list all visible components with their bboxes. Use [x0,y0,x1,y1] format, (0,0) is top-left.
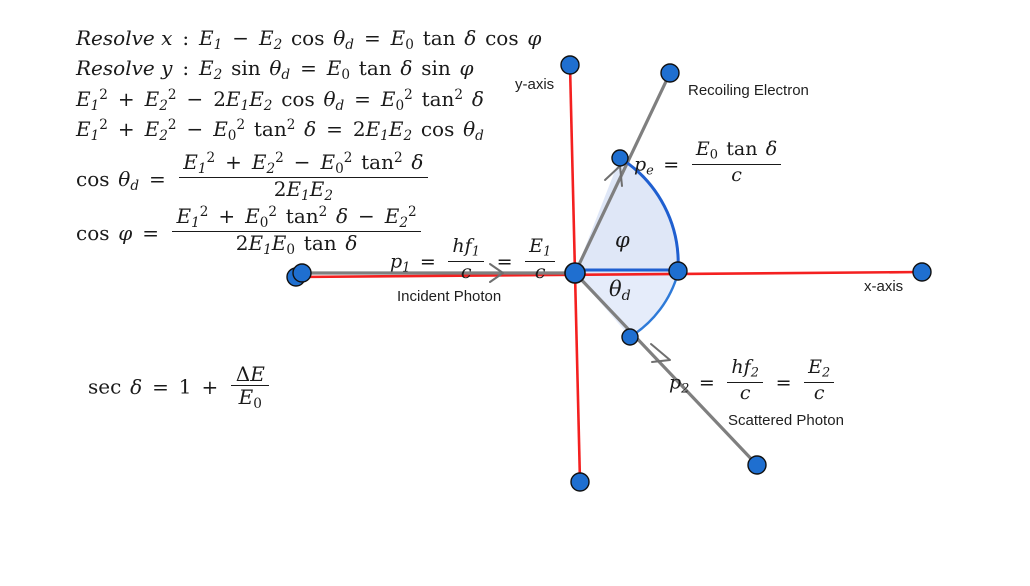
x-axis-right-point[interactable] [912,262,932,282]
pe-fraction: E0 tan δ c [689,140,785,185]
p1-E1-over-c-fraction: E1 c [522,237,559,282]
phi-angle-label: φ [615,228,630,252]
y-axis-top-point[interactable] [560,55,580,75]
angle-baseline-point[interactable] [668,261,688,281]
resolve-x-lead: Resolve x [76,26,173,50]
recoiling-electron-momentum-expression: pe = E0 tan δ c [634,140,784,185]
p1-hf1-over-c-fraction: hf1 c [445,237,487,282]
equation-sec-delta: sec δ = 1 + ΔE E0 [88,364,272,411]
equation-line-4: E12 + E22 − E02 tan2 δ = 2E1E2 cos θd [76,117,484,144]
sec-delta-fraction: ΔE E0 [228,364,272,411]
y-axis-label: y-axis [515,76,555,93]
equation-cos-phi: cos φ = E12 + E02 tan2 δ − E22 2E1E0 tan… [76,205,424,258]
p2-E2-over-c-fraction: E2 c [801,358,838,403]
theta-d-arc-end-point[interactable] [621,328,639,346]
incident-photon-momentum-expression: p1 = hf1 c = E1 c [390,237,558,282]
phi-arc [619,156,680,271]
theta-d-angle-label: θd [609,277,631,304]
scattered-photon-label: Scattered Photon [728,412,844,429]
recoiling-electron-endpoint[interactable] [660,63,680,83]
resolve-y-lead: Resolve y [76,56,173,80]
recoiling-electron-label: Recoiling Electron [688,82,809,99]
scattered-photon-arrowhead [650,343,671,363]
incident-photon-label: Incident Photon [397,288,502,305]
equation-resolve-y: Resolve y : E2 sin θd = E0 tan δ sin φ [76,56,474,83]
phi-arc-start-point[interactable] [611,149,629,167]
recoiling-electron-ray [573,72,672,274]
scattered-photon-endpoint[interactable] [747,455,767,475]
theta-d-angle-sector [575,273,678,337]
equation-line-3: E12 + E22 − 2E1E2 cos θd = E02 tan2 δ [76,87,484,114]
phi-angle-sector [575,158,679,273]
equation-cos-theta-d: cos θd = E12 + E22 − E02 tan2 δ 2E1E2 [76,151,431,204]
scattered-photon-ray [573,271,759,467]
incident-photon-tail-point[interactable] [292,263,312,283]
scattered-photon-momentum-expression: p2 = hf2 c = E2 c [669,358,837,403]
cos-phi-fraction: E12 + E02 tan2 δ − E22 2E1E0 tan δ [169,205,424,258]
x-axis-line [295,270,923,279]
x-axis-label: x-axis [864,278,904,295]
y-axis-bottom-point[interactable] [570,472,590,492]
p2-hf2-over-c-fraction: hf2 c [724,358,766,403]
cos-theta-d-fraction: E12 + E22 − E02 tan2 δ 2E1E2 [176,151,431,204]
equation-resolve-x: Resolve x : E1 − E2 cos θd = E0 tan δ co… [76,26,542,53]
origin-point[interactable] [564,262,586,284]
incident-photon-arrowhead [489,263,504,283]
